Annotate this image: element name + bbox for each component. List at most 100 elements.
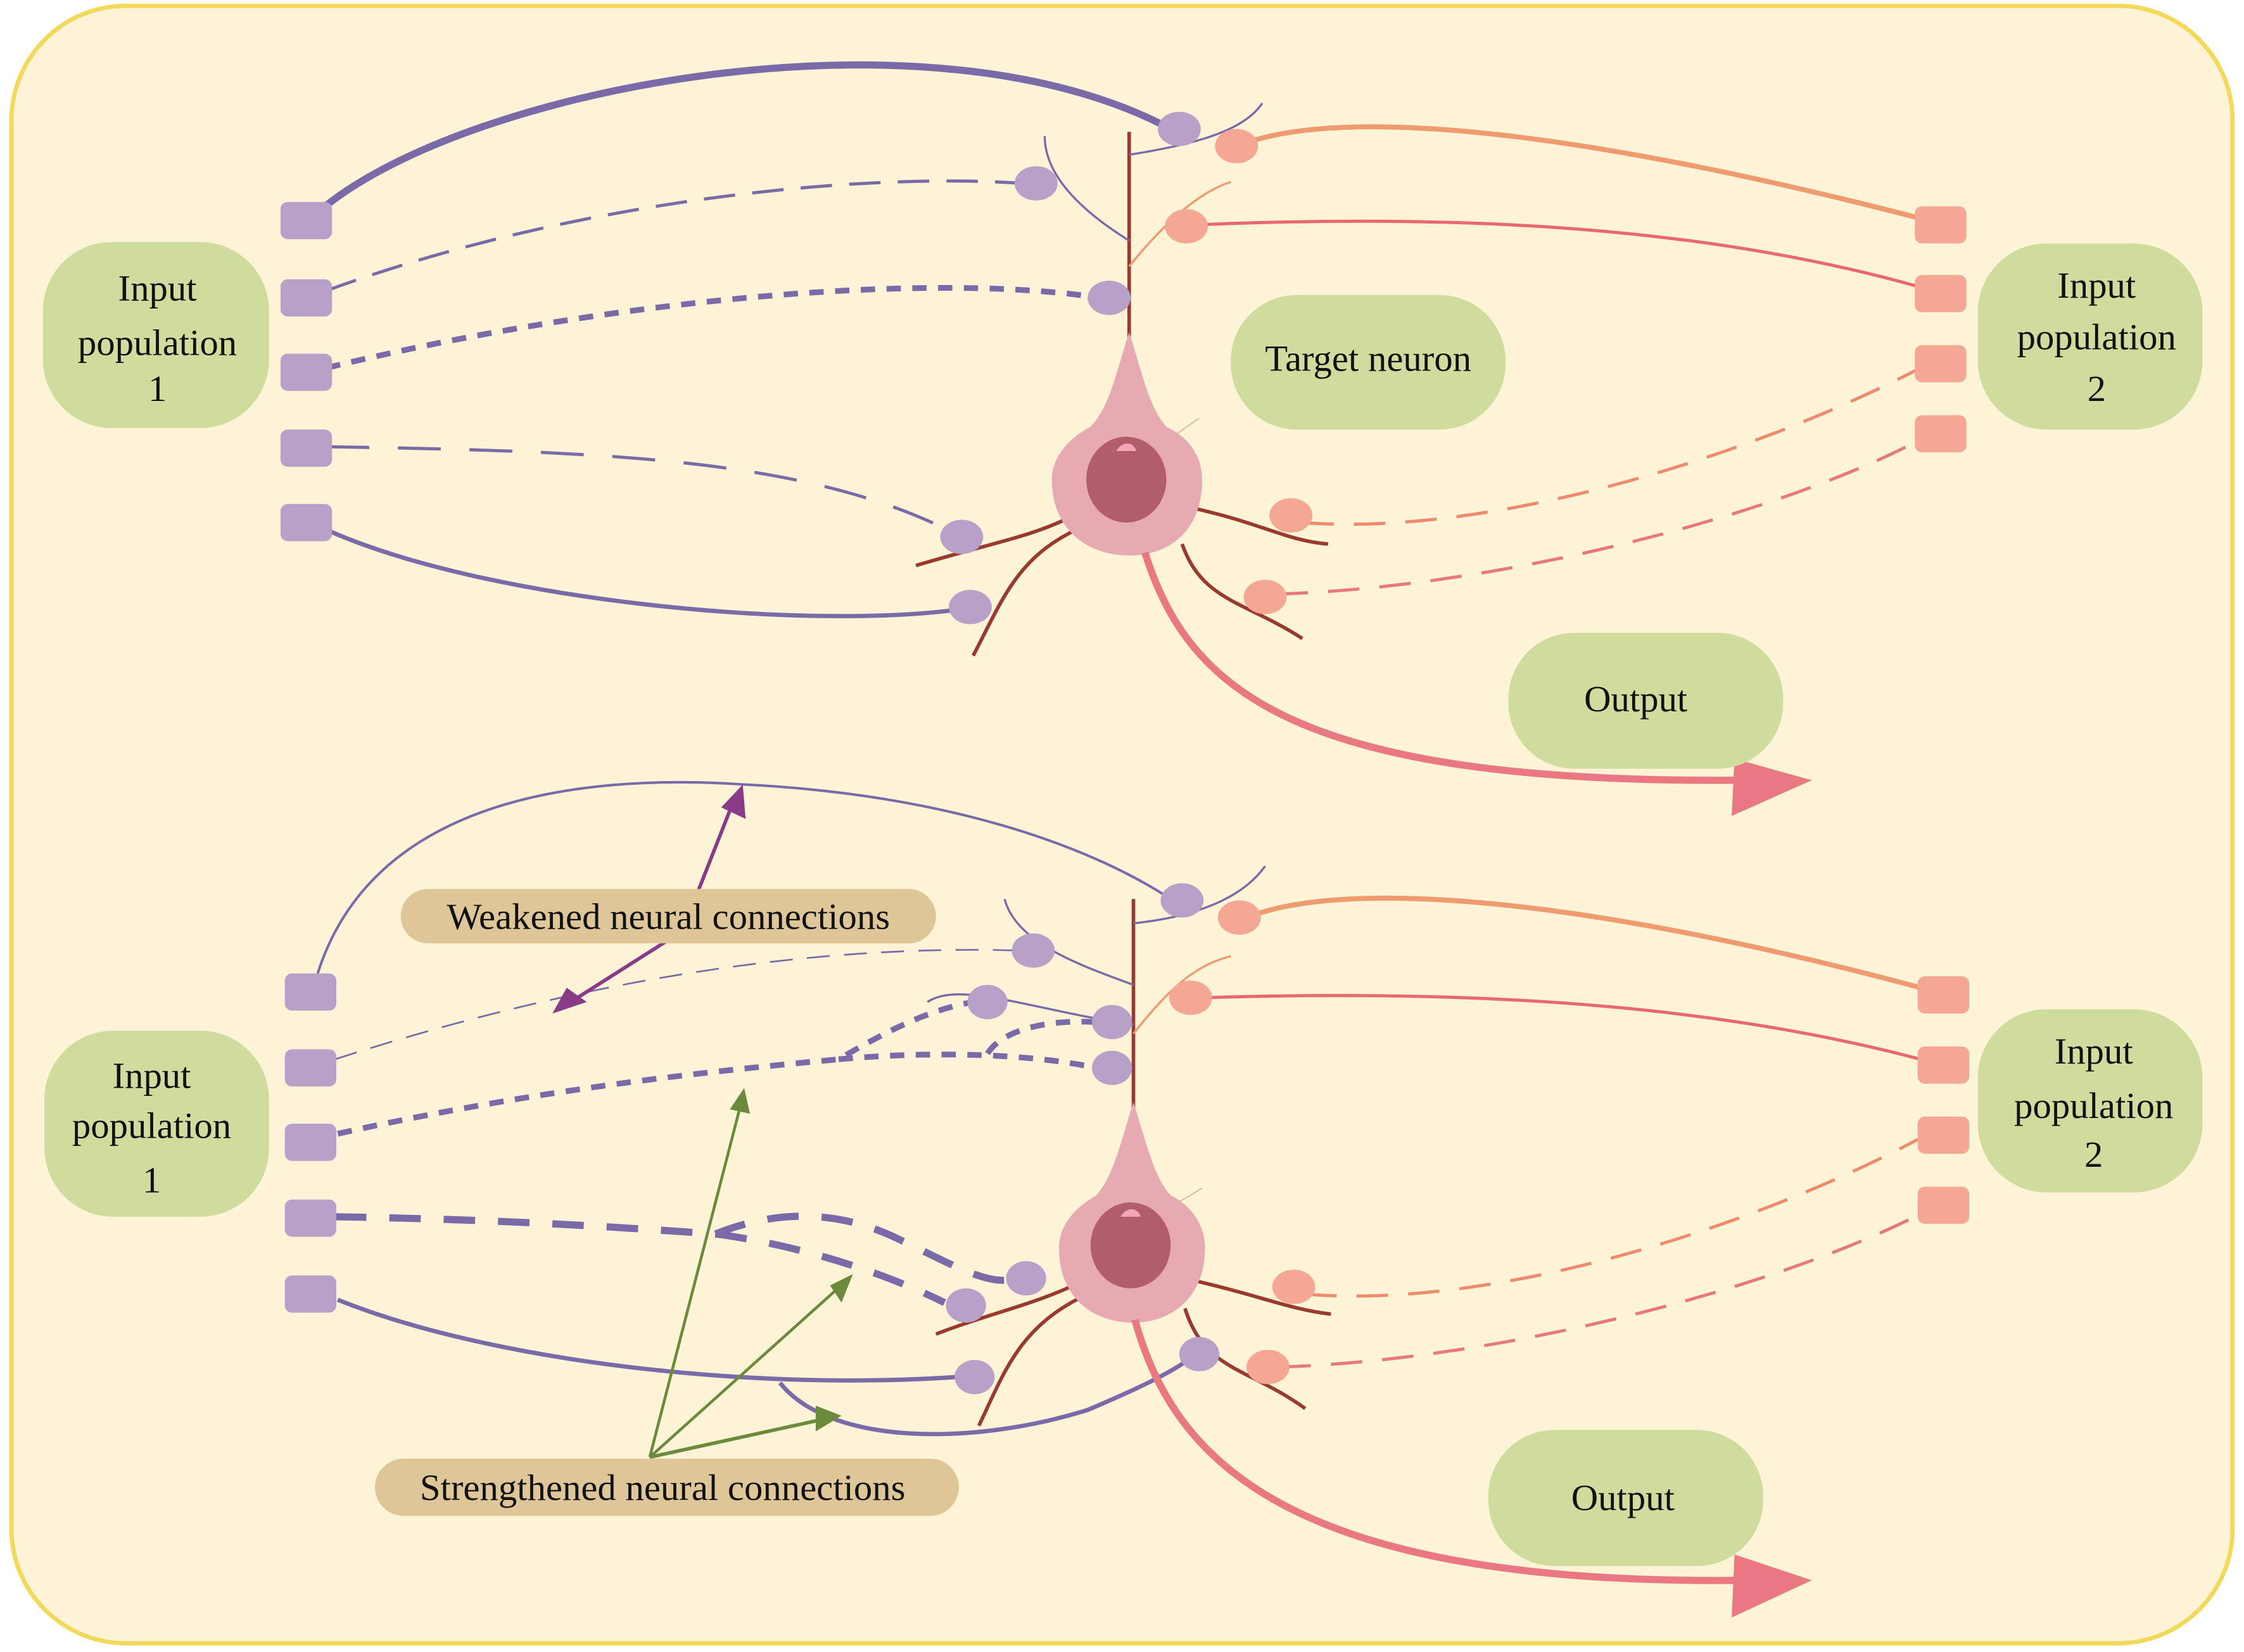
- bottom-population1-synapses: [946, 883, 1220, 1395]
- input-node: [1915, 345, 1967, 383]
- bottom-panel: Input population 1 Input population 2 Ou…: [44, 780, 2203, 1618]
- strengthened-connections-label: Strengthened neural connections: [375, 1458, 959, 1516]
- connection-red-dashed: [1276, 439, 1918, 596]
- synapse: [949, 590, 992, 625]
- bottom-target-neuron-soma: [1059, 1102, 1205, 1323]
- label-line: Input: [113, 1055, 191, 1096]
- input-node: [284, 1123, 336, 1161]
- connection-strengthened-thick-dash-branch: [715, 1230, 946, 1306]
- label-line: 1: [143, 1159, 161, 1200]
- label-text: Weakened neural connections: [447, 896, 890, 937]
- bottom-output-arrow: [1131, 1319, 1812, 1618]
- label-line: population: [72, 1105, 231, 1147]
- label-line: 2: [2088, 368, 2106, 409]
- diagram-frame: [9, 3, 2235, 1646]
- strengthened-arrow: [649, 1415, 834, 1459]
- connection-orange-dashed: [1302, 367, 1918, 526]
- synapse: [946, 1288, 986, 1323]
- bottom-population1-nodes: [284, 973, 336, 1313]
- connection-red-dashed: [1279, 1212, 1922, 1369]
- synapse: [1246, 1350, 1290, 1385]
- connection-strong: [321, 61, 1172, 211]
- label-line: population: [2017, 317, 2176, 358]
- synapse: [1217, 900, 1261, 935]
- connection-strengthened-dotted-branch-2: [985, 1019, 1097, 1055]
- input-node: [284, 1049, 336, 1087]
- connection-weakened-arc: [316, 780, 1172, 974]
- synapse: [967, 984, 1008, 1020]
- bottom-input-population-1-label: Input population 1: [44, 1031, 269, 1217]
- connection-strengthened-thick-dash: [334, 1212, 1018, 1284]
- label-text: Strengthened neural connections: [420, 1467, 906, 1508]
- connection-orange-dashed: [1305, 1136, 1922, 1298]
- top-input-population-2-label: Input population 2: [1977, 243, 2203, 430]
- synapse: [1087, 281, 1131, 315]
- input-node: [1917, 1186, 1970, 1224]
- label-line: population: [2014, 1085, 2173, 1126]
- synapse: [940, 519, 984, 554]
- connection-orange: [1250, 895, 1922, 991]
- bottom-population2-synapses: [1169, 900, 1315, 1385]
- connection-dotted: [326, 284, 1091, 371]
- top-population1-nodes: [280, 201, 333, 542]
- weakened-annotation-arrows: [552, 784, 746, 1014]
- top-population2-synapses: [1165, 129, 1313, 614]
- bottom-output-label: Output: [1488, 1430, 1763, 1566]
- input-node: [284, 1199, 336, 1237]
- input-node: [1915, 206, 1967, 244]
- input-node: [1917, 976, 1970, 1014]
- strengthened-arrowhead: [730, 1088, 751, 1114]
- top-population2-nodes: [1915, 206, 1967, 453]
- strengthened-arrow: [648, 1102, 743, 1458]
- connection-solid: [336, 1297, 956, 1383]
- synapse: [1157, 111, 1201, 146]
- top-output-label: Output: [1508, 632, 1784, 769]
- weakened-arrow: [562, 937, 671, 1008]
- strengthened-arrowhead: [815, 1406, 842, 1432]
- connection-red: [1201, 994, 1921, 1061]
- synapse: [1092, 1050, 1132, 1085]
- label-line: Input: [2057, 265, 2136, 306]
- bottom-population2-connections: [1201, 895, 1922, 1369]
- label-text: Target neuron: [1265, 338, 1471, 379]
- label-line: population: [78, 322, 237, 364]
- top-population2-connections: [1196, 124, 1918, 596]
- top-population1-connections: [321, 61, 1172, 619]
- top-output-arrow: [1141, 551, 1812, 816]
- connection-weakened-dashed: [334, 949, 1019, 1060]
- strengthened-annotation-arrows: [648, 1088, 853, 1459]
- input-node: [1917, 1046, 1970, 1084]
- input-node: [280, 279, 333, 317]
- input-node: [280, 429, 333, 467]
- top-input-population-1-label: Input population 1: [42, 242, 269, 428]
- input-node: [284, 973, 336, 1011]
- connection-strengthened-dotted-branch: [838, 1052, 1097, 1071]
- input-node: [280, 504, 333, 542]
- input-node: [1915, 415, 1967, 453]
- top-dendritic-tree: [915, 102, 1329, 657]
- connection-dashed: [326, 179, 1022, 293]
- connection-orange: [1244, 124, 1918, 220]
- strengthened-arrow: [649, 1281, 846, 1459]
- synapse: [1015, 166, 1058, 201]
- synapse: [1179, 1337, 1220, 1371]
- synapse: [1011, 933, 1055, 968]
- target-neuron-label: Target neuron: [1231, 295, 1506, 430]
- input-node: [1915, 275, 1967, 312]
- synapse: [1243, 580, 1287, 614]
- synapse: [1272, 1269, 1315, 1304]
- input-node: [280, 201, 333, 239]
- connection-solid: [325, 528, 956, 619]
- input-node: [1917, 1116, 1970, 1154]
- synapse: [1092, 1005, 1132, 1039]
- bottom-dendritic-tree: [927, 865, 1331, 1426]
- synapse: [1169, 981, 1212, 1015]
- bottom-population2-nodes: [1917, 976, 1970, 1224]
- synapse: [954, 1359, 995, 1395]
- weakened-arrowhead: [721, 784, 746, 819]
- label-text: Output: [1571, 1477, 1675, 1518]
- bottom-population1-connections: [316, 780, 1198, 1437]
- weakened-arrow: [697, 795, 738, 891]
- synapse: [1006, 1261, 1046, 1296]
